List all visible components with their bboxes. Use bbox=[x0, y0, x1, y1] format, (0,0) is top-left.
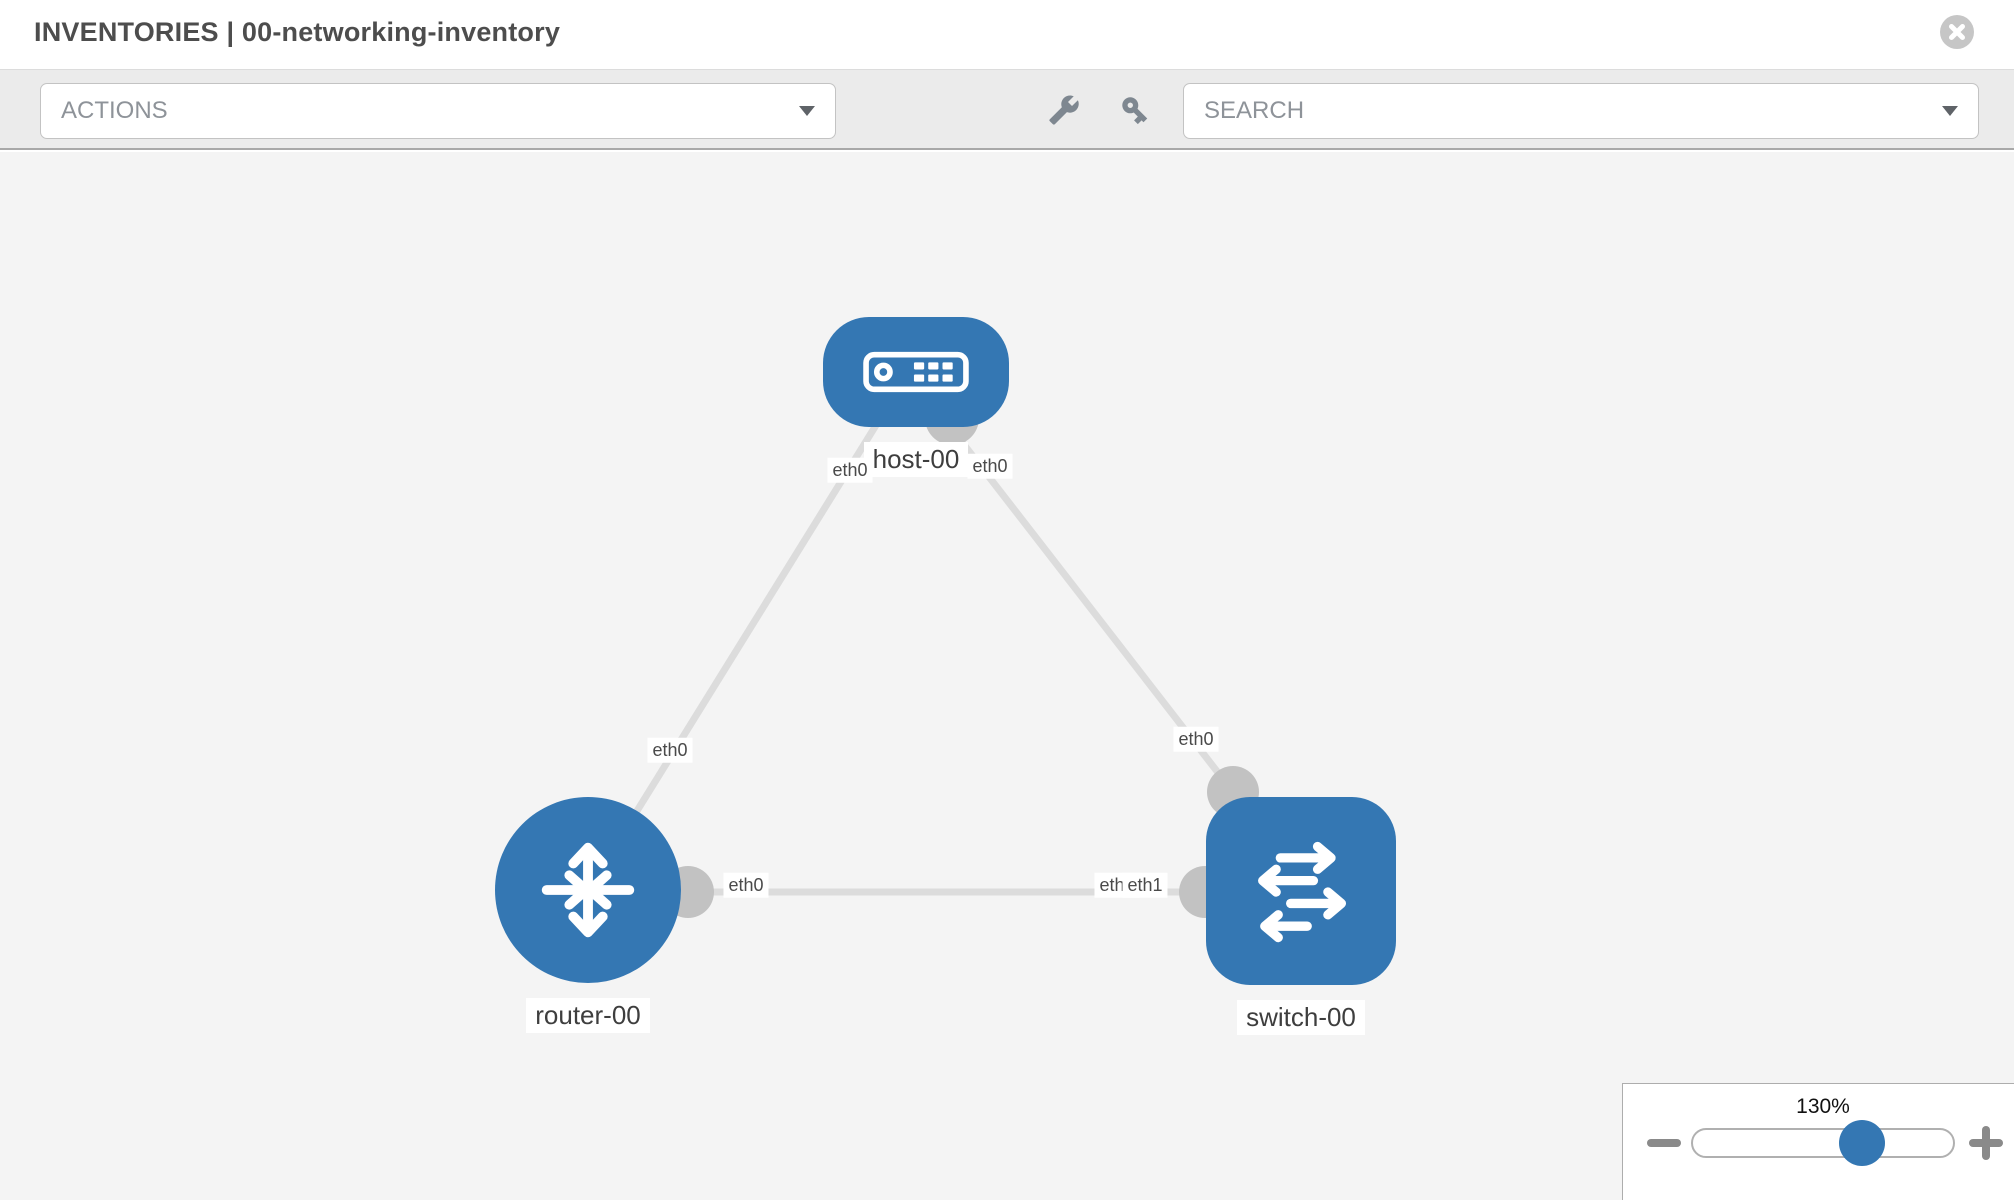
zoom-in-button[interactable] bbox=[1969, 1126, 2003, 1160]
key-icon bbox=[1122, 97, 1148, 125]
topology-canvas[interactable]: host-00 router-00 bbox=[0, 152, 2014, 1200]
wrench-icon bbox=[1049, 95, 1079, 125]
router-icon bbox=[495, 797, 681, 983]
zoom-out-button[interactable] bbox=[1647, 1139, 1681, 1147]
close-button[interactable] bbox=[1939, 14, 1975, 50]
tools-button[interactable] bbox=[1047, 94, 1081, 128]
page-title: INVENTORIES | 00-networking-inventory bbox=[34, 17, 561, 47]
router-node[interactable]: router-00 bbox=[495, 797, 681, 1034]
interface-label: eth1 bbox=[1122, 872, 1168, 898]
interface-label: eth0 bbox=[723, 872, 769, 898]
actions-dropdown-label: ACTIONS bbox=[61, 97, 168, 124]
node-label: switch-00 bbox=[1237, 1000, 1365, 1036]
links-layer bbox=[585, 391, 1259, 918]
interface-label: eth0 bbox=[1173, 726, 1219, 752]
header: INVENTORIES | 00-networking-inventory bbox=[0, 0, 2014, 70]
toolbar: ACTIONS SEARCH bbox=[0, 70, 2014, 150]
node-label: host-00 bbox=[863, 442, 969, 478]
node-label: router-00 bbox=[526, 998, 650, 1034]
close-icon bbox=[1940, 15, 1974, 49]
actions-dropdown[interactable]: ACTIONS bbox=[40, 83, 836, 139]
host-node[interactable]: host-00 bbox=[823, 317, 1009, 478]
interface-label: eth0 bbox=[967, 453, 1013, 479]
zoom-slider[interactable] bbox=[1691, 1120, 1955, 1166]
switch-icon bbox=[1206, 797, 1396, 985]
interface-label: eth0 bbox=[827, 457, 873, 483]
interface-label: eth0 bbox=[647, 737, 693, 763]
chevron-down-icon bbox=[1942, 106, 1958, 116]
search-placeholder: SEARCH bbox=[1204, 97, 1305, 124]
zoom-panel: 130% bbox=[1622, 1083, 2014, 1200]
host-icon bbox=[823, 317, 1009, 427]
zoom-level-value: 130% bbox=[1796, 1095, 1850, 1118]
search-dropdown[interactable]: SEARCH bbox=[1183, 83, 1979, 139]
zoom-slider-handle[interactable] bbox=[1839, 1120, 1885, 1166]
key-button[interactable] bbox=[1118, 94, 1152, 128]
chevron-down-icon bbox=[799, 106, 815, 116]
switch-node[interactable]: switch-00 bbox=[1206, 797, 1396, 1036]
